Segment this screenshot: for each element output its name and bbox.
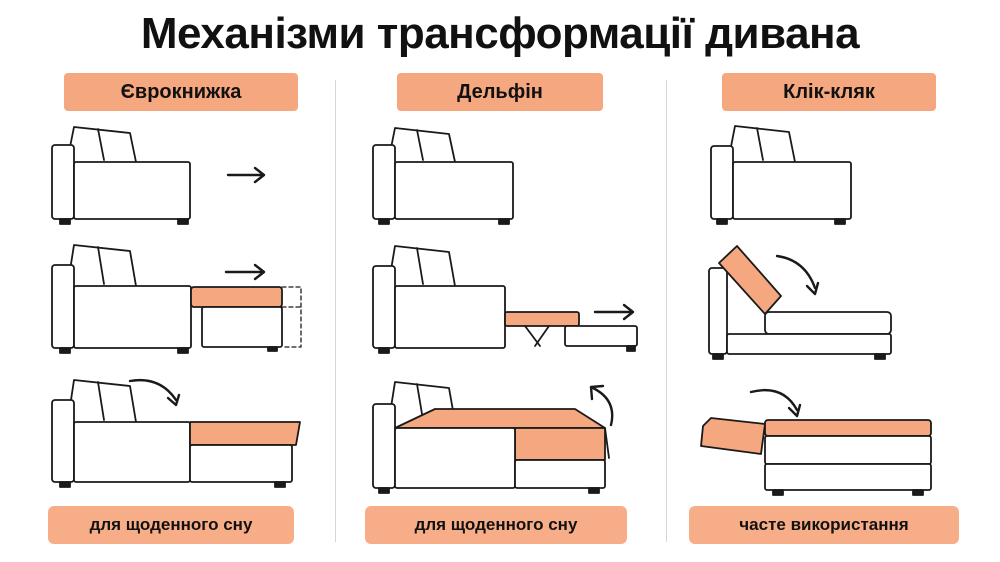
arrow-right-icon	[593, 303, 635, 321]
eurobook-steps	[51, 126, 302, 488]
sofa-flat	[700, 417, 932, 496]
sofa-unfolded	[51, 379, 301, 488]
page-title: Механізми трансформації дивана	[140, 9, 860, 58]
sofa-closed	[51, 126, 191, 225]
curved-arrow-icon	[128, 379, 181, 407]
sofa-pulling-out	[51, 244, 302, 354]
click-clack-steps	[700, 125, 932, 496]
arrow-right-icon	[224, 263, 266, 281]
sofa-closed	[372, 127, 514, 225]
curved-arrow-icon	[589, 384, 614, 427]
sofa-unfolded	[372, 381, 610, 494]
sofa-back-raised	[708, 245, 892, 360]
curved-arrow-icon	[749, 388, 802, 418]
mechanism-click-clack: Клік-кляк	[665, 0, 995, 562]
mechanism-title: Дельфін	[397, 73, 603, 111]
sofa-closed	[710, 125, 852, 225]
sofa-pulling-out	[372, 245, 638, 354]
usage-label: для щоденного сну	[48, 506, 294, 544]
mechanism-title: Клік-кляк	[722, 73, 936, 111]
usage-label: для щоденного сну	[365, 506, 627, 544]
column-divider	[666, 80, 667, 542]
dolphin-steps	[372, 127, 638, 494]
arrow-right-icon	[226, 166, 266, 184]
curved-arrow-icon	[775, 254, 820, 296]
mechanism-eurobook: Єврокнижка	[0, 0, 330, 562]
mechanism-title: Єврокнижка	[64, 73, 298, 111]
column-divider	[335, 80, 336, 542]
usage-label: часте використання	[689, 506, 959, 544]
mechanism-dolphin: Дельфін	[335, 0, 665, 562]
